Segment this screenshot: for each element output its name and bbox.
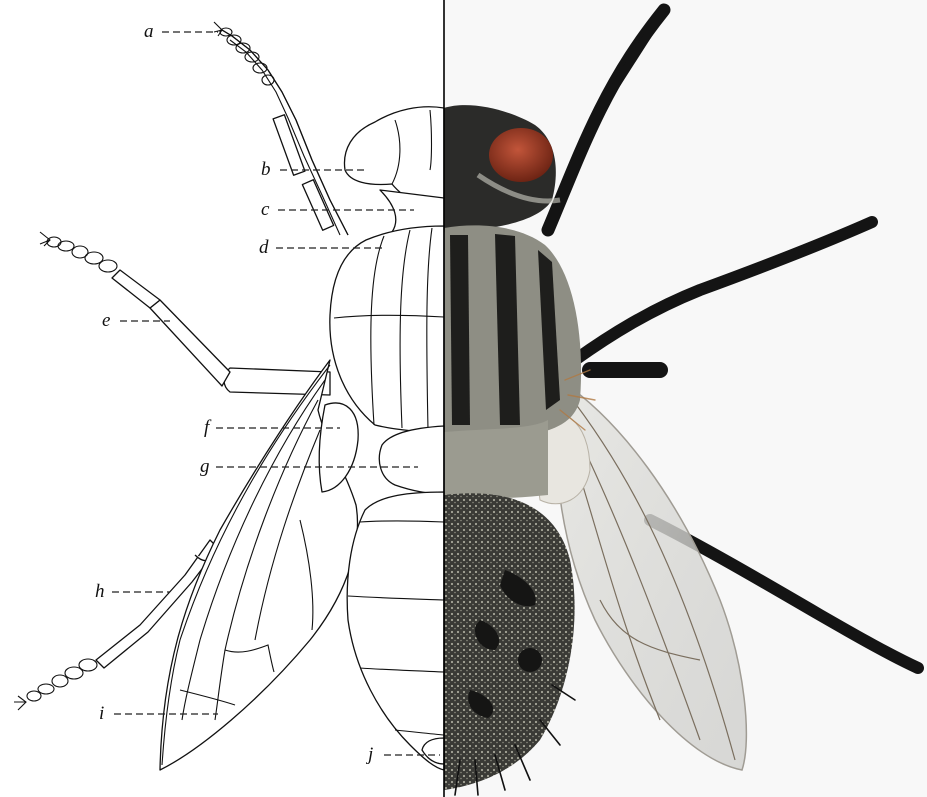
photo-eye — [489, 128, 553, 182]
label-e: e — [102, 311, 110, 330]
label-h: h — [95, 582, 105, 601]
leg-upper — [214, 22, 348, 235]
label-i: i — [99, 704, 104, 723]
fly-photo-half — [444, 0, 927, 797]
label-c: c — [261, 200, 269, 219]
abdomen-outline — [347, 492, 444, 770]
label-b: b — [261, 160, 271, 179]
fly-line-drawing — [14, 22, 444, 770]
calypter-outline — [319, 403, 358, 492]
scutellum-outline — [379, 426, 444, 494]
label-d: d — [259, 238, 269, 257]
label-j: j — [368, 745, 373, 764]
head-outline — [344, 107, 444, 206]
label-a: a — [144, 22, 154, 41]
label-f: f — [204, 418, 209, 437]
label-g: g — [200, 457, 210, 476]
leg-middle — [40, 232, 330, 395]
